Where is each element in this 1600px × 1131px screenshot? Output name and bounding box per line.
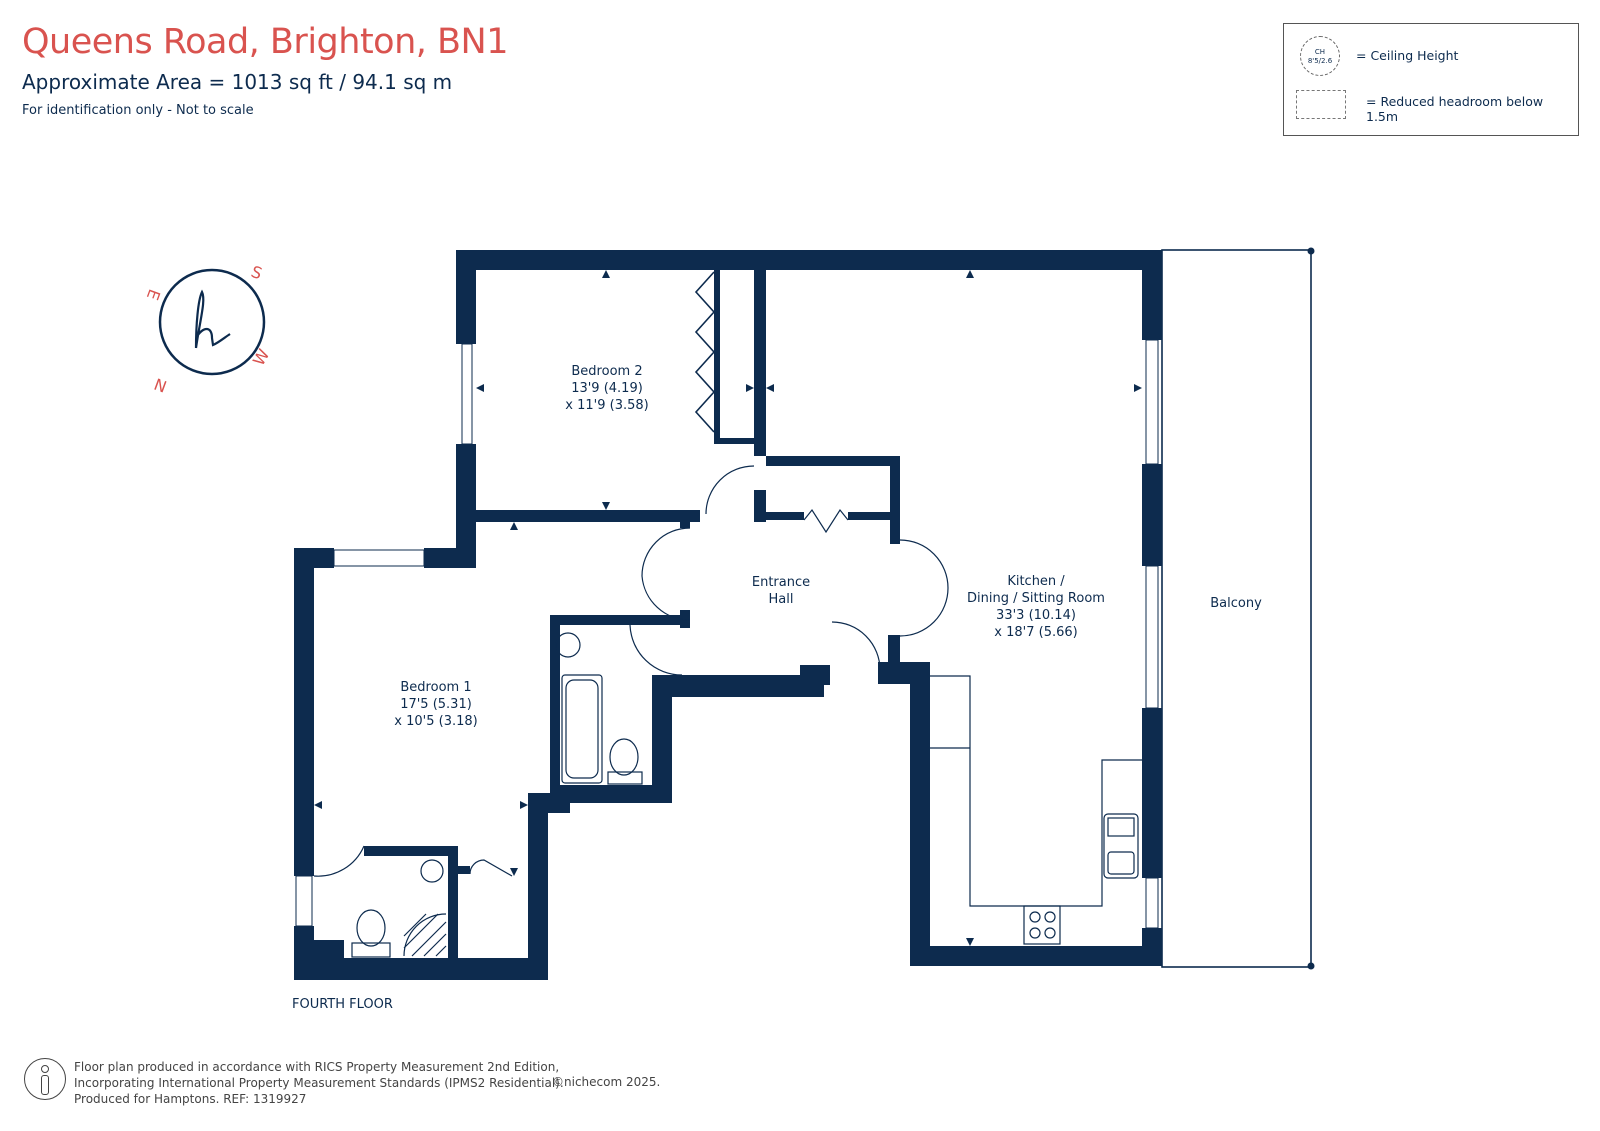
legend-box: CH 8'5/2.6 = Ceiling Height = Reduced he… [1283,23,1579,136]
footer-line2: Incorporating International Property Mea… [74,1076,564,1090]
ceiling-height-label: = Ceiling Height [1356,48,1459,63]
bath-icon [561,674,603,784]
compass-letter-s: S [249,262,265,283]
floor-label: FOURTH FLOOR [292,997,393,1012]
approximate-area: Approximate Area = 1013 sq ft / 94.1 sq … [22,70,453,94]
balcony-name: Balcony [1210,596,1262,611]
kitchen-name2: Dining / Sitting Room [967,591,1105,606]
ensuite-wc-icon [356,909,386,947]
identification-note: For identification only - Not to scale [22,103,254,118]
entrance-hall-name1: Entrance [752,575,810,590]
wardrobe-doors [694,271,716,433]
kitchen-name1: Kitchen / [1007,574,1065,589]
footer-text: Floor plan produced in accordance with R… [74,1059,564,1107]
kitchen-counters [930,675,1142,945]
property-title: Queens Road, Brighton, BN1 [22,22,508,62]
bedroom2-name: Bedroom 2 [571,364,642,379]
balcony-outline [1161,247,1315,970]
shower-icon [403,913,447,957]
ceiling-symbol: CH 8'5/2.6 [1307,48,1333,65]
ensuite-basin-icon [420,859,444,883]
compass-letter-e: E [143,287,164,303]
basin-icon [555,632,581,658]
kitchen-dim2: x 18'7 (5.66) [994,625,1077,640]
bathroom-fixtures [351,632,643,958]
dimension-arrows [314,270,1142,946]
reduced-headroom-label: = Reduced headroom below 1.5m [1366,94,1544,124]
walls [294,250,1162,980]
hob-icon [1023,905,1061,945]
sink-icon [1103,813,1139,879]
ceiling-height-icon: CH 8'5/2.6 [1300,36,1340,76]
bedroom2-dim2: x 11'9 (3.58) [565,398,648,413]
entrance-hall-name2: Hall [769,592,794,607]
footer-brand: ©nichecom 2025. [552,1075,661,1089]
bedroom2-dim1: 13'9 (4.19) [571,381,643,396]
wc-icon [609,738,639,776]
reduced-headroom-icon [1296,90,1346,119]
kitchen-dim1: 33'3 (10.14) [996,608,1076,623]
windows [295,339,1159,929]
compass-logo-icon: S W N E [143,262,274,396]
bedroom1-dim2: x 10'5 (3.18) [394,714,477,729]
info-person-icon [24,1058,66,1100]
compass-letter-n: N [152,374,170,396]
footer-line1: Floor plan produced in accordance with R… [74,1060,560,1074]
door-swings [313,465,949,877]
bedroom1-dim1: 17'5 (5.31) [400,697,472,712]
bedroom1-name: Bedroom 1 [400,680,471,695]
footer-line3: Produced for Hamptons. REF: 1319927 [74,1092,307,1106]
compass-letter-w: W [249,346,273,369]
